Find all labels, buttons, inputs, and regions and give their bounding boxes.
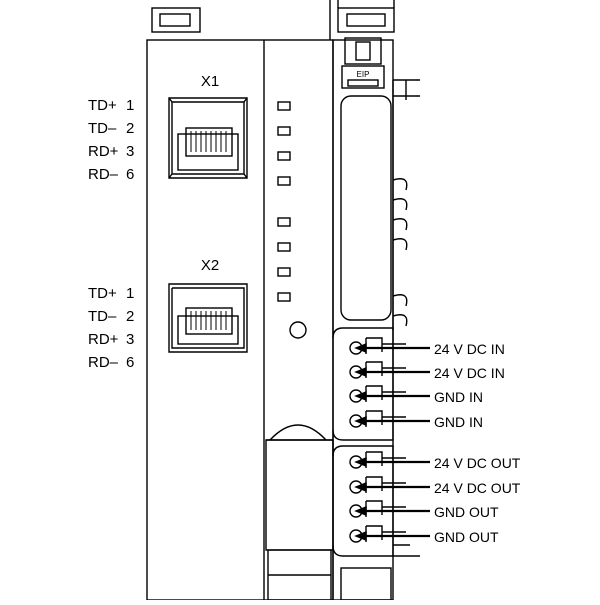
reset-button xyxy=(289,321,307,339)
led-4 xyxy=(277,176,291,186)
marker-window xyxy=(266,424,333,441)
terminal-label-2: 24 V DC IN xyxy=(434,365,505,381)
x2-pin-number: 3 xyxy=(126,331,134,348)
top-clip-right xyxy=(337,7,395,33)
terminal-clamp xyxy=(365,337,406,354)
top-clip-right-slot xyxy=(346,13,386,27)
port-x1-name: X1 xyxy=(201,73,219,90)
terminal-label-6: 24 V DC OUT xyxy=(434,480,521,496)
terminal-clamp xyxy=(365,500,406,517)
led-7 xyxy=(277,267,291,277)
x2-pin-signal: RD– xyxy=(88,354,119,371)
rj45-port-x1 xyxy=(168,97,248,179)
leader-arrowhead xyxy=(354,456,367,468)
terminal-label-7: GND OUT xyxy=(434,504,499,520)
leader-arrowhead xyxy=(354,366,367,378)
top-clip-left-slot xyxy=(159,13,191,27)
led-2 xyxy=(277,126,291,136)
eip-label: EIP xyxy=(357,70,370,79)
terminal-label-1: 24 V DC IN xyxy=(434,341,505,357)
led-1 xyxy=(277,101,291,111)
leader-arrowhead xyxy=(354,530,367,542)
x1-pin-signal: RD+ xyxy=(88,143,119,160)
leader-arrowhead xyxy=(354,481,367,493)
terminal-clamp xyxy=(365,451,406,468)
terminal-block-out xyxy=(332,445,394,557)
leader-arrowhead xyxy=(354,342,367,354)
terminal-block-in xyxy=(332,327,394,441)
x1-pin-number: 6 xyxy=(126,166,134,183)
terminal-clamp xyxy=(365,361,406,378)
terminal-clamp xyxy=(365,385,406,402)
leader-lines xyxy=(354,342,430,542)
fuse-slot xyxy=(340,95,392,321)
led-5 xyxy=(277,217,291,227)
leader-arrowhead xyxy=(354,415,367,427)
x2-pin-number: 6 xyxy=(126,354,134,371)
x1-pin-signal: TD+ xyxy=(88,97,117,114)
x2-pin-signal: TD+ xyxy=(88,285,117,302)
top-clip-left xyxy=(151,7,201,33)
x2-pin-signal: TD– xyxy=(88,308,117,325)
x1-pin-signal: RD– xyxy=(88,166,119,183)
x2-pin-signal: RD+ xyxy=(88,331,119,348)
leader-arrowhead xyxy=(354,505,367,517)
led-3 xyxy=(277,151,291,161)
x1-pin-number: 3 xyxy=(126,143,134,160)
led-8 xyxy=(277,292,291,302)
port-x2-name: X2 xyxy=(201,257,219,274)
x2-pin-number: 1 xyxy=(126,285,134,302)
terminal-label-5: 24 V DC OUT xyxy=(434,455,521,471)
x2-pin-number: 2 xyxy=(126,308,134,325)
led-6 xyxy=(277,242,291,252)
terminal-label-4: GND IN xyxy=(434,414,483,430)
terminal-label-3: GND IN xyxy=(434,389,483,405)
x1-pin-number: 2 xyxy=(126,120,134,137)
main-housing xyxy=(146,39,334,601)
terminal-clamp xyxy=(365,410,406,427)
terminal-label-8: GND OUT xyxy=(434,529,499,545)
x1-pin-number: 1 xyxy=(126,97,134,114)
right-fins xyxy=(392,79,420,327)
eip-label-plate xyxy=(341,65,385,89)
x1-pin-signal: TD– xyxy=(88,120,117,137)
terminal-clamp xyxy=(365,525,406,542)
leader-arrowhead xyxy=(354,390,367,402)
terminal-clamp xyxy=(365,476,406,493)
rj45-port-x2 xyxy=(168,283,248,353)
